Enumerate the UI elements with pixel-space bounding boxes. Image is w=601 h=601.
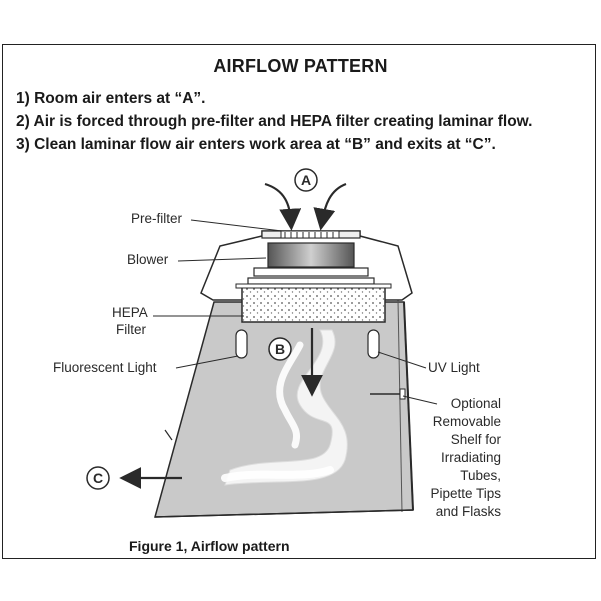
shelf-label-line5: Tubes, [460,468,501,483]
step-1: 1) Room air enters at “A”. [16,90,206,107]
shelf-label-line2: Removable [432,414,501,429]
shelf-label-line4: Irradiating [440,450,501,465]
hepa-filter [235,283,392,323]
marker-a: A [294,168,318,192]
step-3: 3) Clean laminar flow air enters work ar… [16,136,496,153]
airflow-arrows [119,182,347,489]
fluorescent-light-label: Fluorescent Light [53,360,157,375]
shelf-label-line6: Pipette Tips [430,486,501,501]
marker-a-label: A [301,172,311,188]
figure-frame [2,44,596,559]
marker-c: C [86,466,110,490]
marker-b-label: B [275,341,285,357]
uv-light [367,329,380,359]
shelf-label-line1: Optional [450,396,501,411]
hepa-label-line2: Filter [116,322,146,337]
leader-lines [153,219,438,405]
marker-c-label: C [93,470,103,486]
blower-label: Blower [127,252,169,267]
hepa-label-line1: HEPA [112,305,148,320]
figure-caption: Figure 1, Airflow pattern [129,538,290,554]
shelf-bracket [370,388,406,400]
step-2: 2) Air is forced through pre-filter and … [16,113,533,130]
fluorescent-light [235,329,248,359]
prefilter-grille [280,230,340,239]
shelf-label-line3: Shelf for [450,432,501,447]
shelf-label-line7: and Flasks [435,504,501,519]
blower [247,242,375,285]
prefilter-label: Pre-filter [131,211,183,226]
uv-light-label: UV Light [428,360,480,375]
figure-title: AIRFLOW PATTERN [213,56,388,76]
marker-b: B [268,337,292,361]
